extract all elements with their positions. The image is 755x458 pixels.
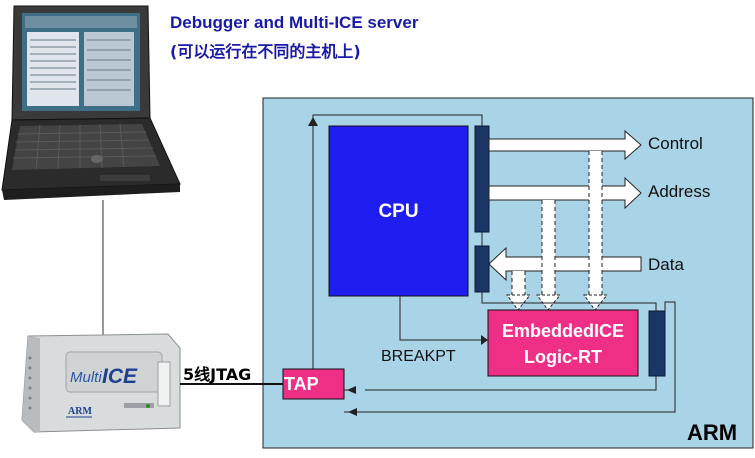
laptop-icon [1, 5, 181, 200]
data-bus-segment [474, 245, 490, 293]
data-bus-arrow [488, 246, 642, 282]
bus-tap-arrows [506, 151, 609, 311]
device-product-prefix: Multi [70, 369, 102, 386]
jtag-label: 5线JTAG [183, 365, 252, 384]
breakpt-line [399, 296, 488, 345]
address-port-label: Address [648, 182, 711, 201]
embedded-ice-block [487, 309, 639, 377]
diagram-title: Debugger and Multi-ICE server [170, 13, 419, 32]
tap-label: TAP [284, 374, 319, 394]
device-brand: ARM [68, 406, 92, 417]
breakpt-label: BREAKPT [381, 348, 456, 365]
tap-block [282, 368, 345, 400]
control-bus-arrow [488, 129, 642, 161]
data-port-label: Data [648, 255, 684, 274]
scan-chain-path [312, 114, 676, 413]
embedded-ice-label-line1: EmbeddedICE [501, 321, 625, 341]
multi-ice-device: Multi ICE ARM [21, 333, 181, 433]
cpu-label: CPU [378, 201, 419, 222]
scan-chain-segment [648, 310, 666, 377]
arm-label: ARM [687, 420, 738, 445]
device-product-suffix: ICE [102, 365, 138, 388]
control-address-bus-segment [474, 125, 490, 233]
embedded-ice-label: EmbeddedICE Logic-RT [488, 318, 638, 370]
power-led-icon [146, 404, 150, 408]
embedded-ice-label-line2: Logic-RT [524, 347, 602, 367]
control-port-label: Control [648, 134, 703, 153]
address-bus-arrow [488, 176, 642, 210]
diagram-subtitle: (可以运行在不同的主机上) [170, 42, 361, 61]
